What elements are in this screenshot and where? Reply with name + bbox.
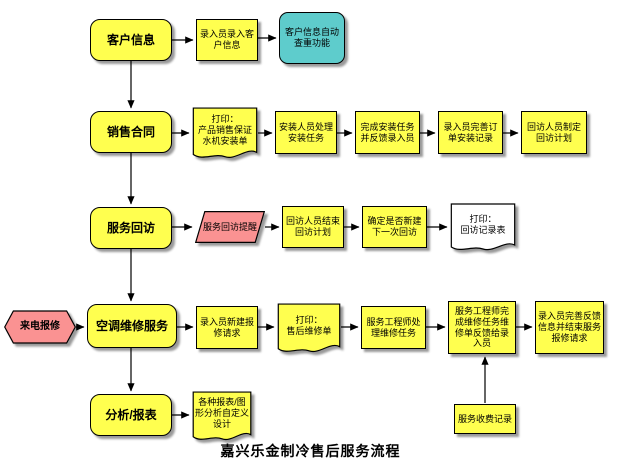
diagram-title: 嘉兴乐金制冷售后服务流程 [220, 443, 401, 459]
doc-print-install-label: 打印： 产品销售保证 水机安装单 [197, 114, 252, 146]
step-engineer-finish-task: 服务工程师完成维修任务维修单反馈给录入员 [448, 301, 516, 354]
doc-print-repair: 打印： 售后维修单 [277, 303, 341, 355]
step-decide-next-followup-label: 确定是否新建下一次回访 [367, 216, 422, 237]
step-improve-order-record-label: 录入员完善订单安装记录 [443, 121, 498, 143]
step-engineer-handle-task: 服务工程师处理维修任务 [361, 306, 426, 349]
step-install-task: 安装人员处理安装任务 [275, 111, 337, 154]
step-finish-install: 完成安装任务并反馈录入员 [355, 111, 420, 154]
doc-report-custom-design-label: 各种报表/图形分析自定义设计 [195, 397, 250, 429]
document-icon [277, 303, 341, 355]
stage-service-followup-label: 服务回访 [106, 220, 155, 235]
step-decide-next-followup: 确定是否新建下一次回访 [362, 206, 427, 248]
step-entry-customer-info-label: 录入员录入客户信息 [199, 29, 254, 50]
step-improve-order-record: 录入员完善订单安装记录 [438, 111, 503, 154]
step-new-repair-request: 录入员新建报修请求 [196, 306, 258, 349]
step-auto-dup-check-label: 客户信息自动查重功能 [284, 27, 339, 48]
stage-customer-info-label: 客户信息 [106, 32, 155, 47]
step-finish-install-label: 完成安装任务并反馈录入员 [360, 121, 415, 143]
stage-service-followup: 服务回访 [90, 207, 172, 249]
doc-print-repair-label: 打印： 售后维修单 [286, 314, 332, 336]
step-auto-dup-check: 客户信息自动查重功能 [279, 12, 345, 64]
stage-analysis-report-label: 分析/报表 [105, 407, 157, 422]
doc-print-followup: 打印： 回访记录表 [450, 203, 516, 253]
document-icon [192, 391, 252, 443]
stage-analysis-report: 分析/报表 [90, 394, 172, 436]
step-entry-customer-info: 录入员录入客户信息 [196, 19, 258, 61]
step-service-charge-record-label: 服务收费记录 [457, 413, 512, 424]
document-icon [192, 107, 258, 161]
parallelogram-icon [195, 211, 265, 243]
stage-sales-contract-label: 销售合同 [106, 124, 155, 139]
step-call-repair: 来电报修 [4, 310, 76, 344]
step-call-repair-label: 来电报修 [20, 321, 60, 332]
step-followup-reminder: 服务回访提醒 [195, 211, 265, 243]
document-icon [450, 203, 516, 253]
step-end-followup-plan-label: 回访人员结束回访计划 [285, 216, 340, 237]
step-followup-reminder-label: 服务回访提醒 [202, 221, 257, 232]
step-end-followup-plan: 回访人员结束回访计划 [282, 206, 344, 248]
stage-customer-info: 客户信息 [90, 19, 172, 61]
stage-sales-contract: 销售合同 [90, 111, 172, 153]
doc-print-install: 打印： 产品销售保证 水机安装单 [192, 107, 258, 161]
step-engineer-finish-task-label: 服务工程师完成维修任务维修单反馈给录入员 [454, 305, 509, 349]
step-make-followup-plan-label: 回访人员制定回访计划 [526, 121, 581, 143]
step-entry-finish-request-label: 录入员完善反馈信息并结束服务报修请求 [538, 311, 602, 343]
doc-report-custom-design: 各种报表/图形分析自定义设计 [192, 391, 252, 443]
step-engineer-handle-task-label: 服务工程师处理维修任务 [366, 316, 421, 338]
stage-ac-repair-service-label: 空调维修服务 [95, 318, 168, 333]
stage-ac-repair-service: 空调维修服务 [87, 304, 177, 348]
step-install-task-label: 安装人员处理安装任务 [278, 121, 333, 143]
doc-print-followup-label: 打印： 回访记录表 [460, 213, 506, 235]
step-new-repair-request-label: 录入员新建报修请求 [199, 316, 254, 338]
hexagon-icon [4, 310, 76, 344]
step-entry-finish-request: 录入员完善反馈信息并结束服务报修请求 [535, 301, 604, 354]
step-make-followup-plan: 回访人员制定回访计划 [521, 111, 587, 154]
step-service-charge-record: 服务收费记录 [454, 404, 516, 434]
